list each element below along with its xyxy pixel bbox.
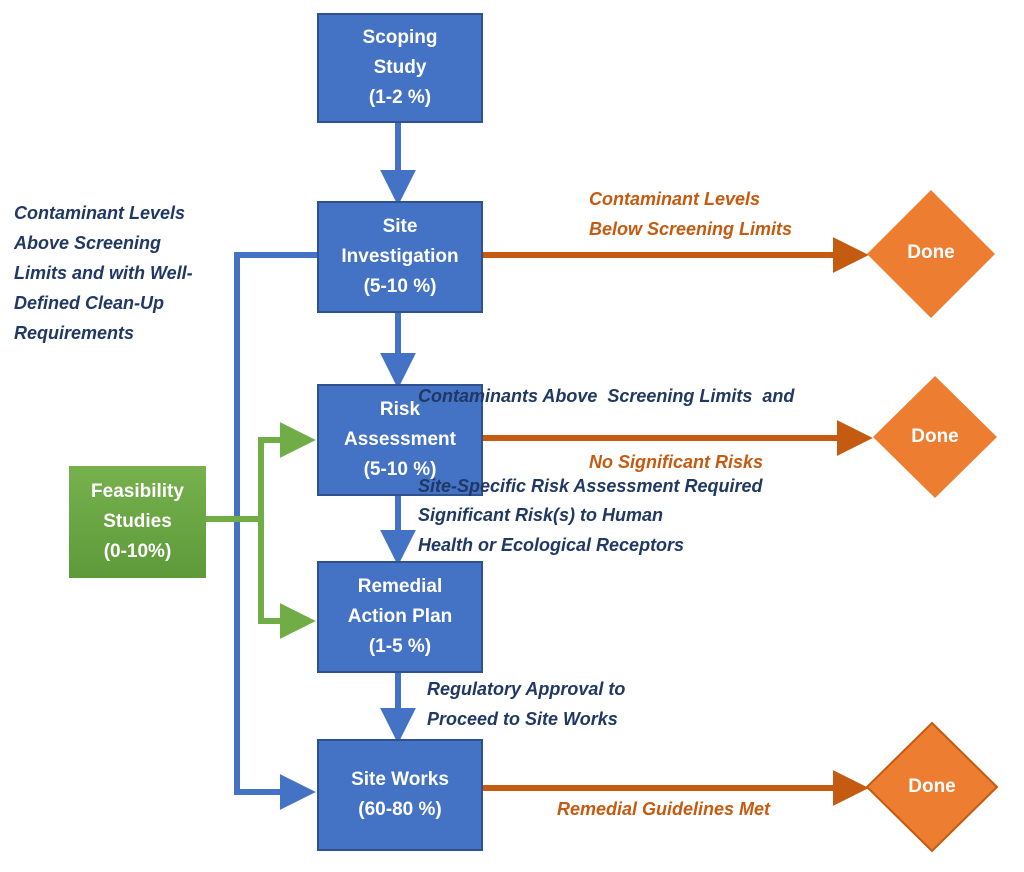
node-remedial-line-3: (1-5 %) bbox=[368, 636, 432, 657]
edge-label-to-remedial-plan: Significant Risk(s) to Human Health or E… bbox=[418, 500, 684, 560]
arrow-feasibility-to-remedial bbox=[258, 516, 316, 639]
node-siteworks-line-1: Site Works bbox=[351, 769, 449, 790]
edge-label-line: Proceed to Site Works bbox=[427, 709, 618, 729]
edge-label-no-significant-risks: No Significant Risks bbox=[589, 447, 763, 477]
edge-label-line: Defined Clean-Up bbox=[14, 293, 165, 313]
edge-label-line: Significant Risk(s) to Human bbox=[418, 505, 664, 525]
done-diamond-2 bbox=[873, 376, 997, 498]
node-remedial-line-2: Action Plan bbox=[347, 606, 453, 627]
edge-label-bypass-to-siteworks: Contaminant Levels Above Screening Limit… bbox=[14, 198, 193, 348]
node-feasibility-line-3: (0-10%) bbox=[103, 541, 172, 562]
edge-label-line: Limits and with Well- bbox=[14, 263, 193, 283]
edge-label-to-site-works: Regulatory Approval to Proceed to Site W… bbox=[427, 674, 625, 734]
node-scoping-line-1: Scoping bbox=[362, 27, 438, 48]
node-feasibility-line-1: Feasibility bbox=[91, 481, 184, 502]
done-diamond-3 bbox=[865, 721, 999, 853]
edge-label-line: Health or Ecological Receptors bbox=[418, 535, 685, 555]
node-remedial-action-plan: Remedial Action Plan (1-5 %) bbox=[317, 561, 483, 673]
edge-label-to-risk-assessment: Contaminants Above Screening Limits and … bbox=[418, 321, 794, 531]
arrow-investigation-bypass-to-siteworks bbox=[234, 252, 317, 810]
node-siteworks-line-2: (60-80 %) bbox=[358, 799, 442, 820]
node-scoping-line-2: Study bbox=[373, 57, 427, 78]
node-scoping-line-3: (1-2 %) bbox=[368, 87, 432, 108]
edge-label-line: Contaminant Levels bbox=[14, 203, 186, 223]
node-feasibility-line-2: Studies bbox=[103, 511, 172, 532]
node-risk-line-1: Risk bbox=[379, 399, 421, 420]
node-investigation-line-1: Site bbox=[382, 216, 418, 237]
edge-label-below-screening: Contaminant Levels Below Screening Limit… bbox=[589, 184, 792, 244]
node-risk-line-3: (5-10 %) bbox=[363, 459, 437, 480]
done-diamond-1 bbox=[867, 190, 995, 318]
node-investigation-line-2: Investigation bbox=[341, 246, 459, 267]
done-label-3: Done bbox=[908, 776, 956, 797]
edge-label-line: Requirements bbox=[14, 323, 135, 343]
edge-label-line: Above Screening bbox=[14, 233, 162, 253]
node-risk-line-2: Assessment bbox=[344, 429, 456, 450]
node-site-works: Site Works (60-80 %) bbox=[317, 739, 483, 851]
done-label-2: Done bbox=[911, 426, 959, 447]
arrow-feasibility-to-risk bbox=[258, 422, 316, 522]
edge-label-line: Contaminant Levels bbox=[589, 189, 761, 209]
edge-label-line: Contaminants Above Screening Limits and bbox=[418, 386, 795, 406]
edge-label-line: Site-Specific Risk Assessment Required bbox=[418, 476, 763, 496]
edge-label-line: No Significant Risks bbox=[589, 452, 764, 472]
edge-label-line: Regulatory Approval to bbox=[427, 679, 626, 699]
node-feasibility-studies: Feasibility Studies (0-10%) bbox=[69, 466, 206, 578]
edge-label-line: Below Screening Limits bbox=[589, 219, 793, 239]
edge-label-line: Remedial Guidelines Met bbox=[557, 799, 771, 819]
edge-label-guidelines-met: Remedial Guidelines Met bbox=[557, 794, 770, 824]
node-site-investigation: Site Investigation (5-10 %) bbox=[317, 201, 483, 313]
node-scoping-study: Scoping Study (1-2 %) bbox=[317, 13, 483, 123]
done-label-1: Done bbox=[907, 242, 955, 263]
node-investigation-line-3: (5-10 %) bbox=[363, 276, 437, 297]
node-remedial-line-1: Remedial bbox=[357, 576, 443, 597]
node-risk-assessment: Risk Assessment (5-10 %) bbox=[317, 384, 483, 496]
